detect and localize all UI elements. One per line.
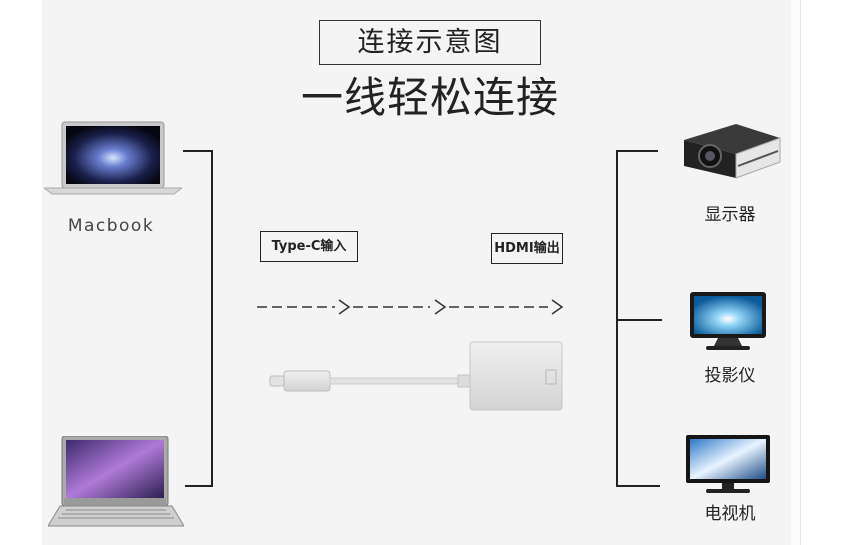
tv-icon	[686, 435, 770, 493]
monitor-water-splash-icon	[690, 292, 766, 350]
right-device-label-2: 投影仪	[704, 366, 756, 386]
left-bracket-line	[183, 150, 213, 487]
dashed-arrow	[257, 299, 564, 315]
samsung-laptop-icon	[48, 436, 184, 527]
right-device-label-3: 电视机	[704, 504, 756, 524]
page-margin	[791, 0, 800, 545]
projector-icon	[684, 124, 781, 179]
macbook-label: Macbook	[67, 216, 155, 236]
diagram-box-title: 连接示意图	[319, 20, 541, 65]
macbook-laptop-icon	[44, 121, 182, 195]
right-bracket-line	[616, 150, 660, 487]
diagram-main-title: 一线轻松连接	[300, 73, 559, 122]
type-c-input-tag: Type-C输入	[260, 231, 358, 262]
hdmi-output-tag: HDMI输出	[491, 233, 563, 264]
type-c-to-hdmi-adapter-icon	[269, 341, 563, 411]
right-device-label-1: 显示器	[704, 205, 756, 225]
page-divider	[800, 0, 801, 545]
